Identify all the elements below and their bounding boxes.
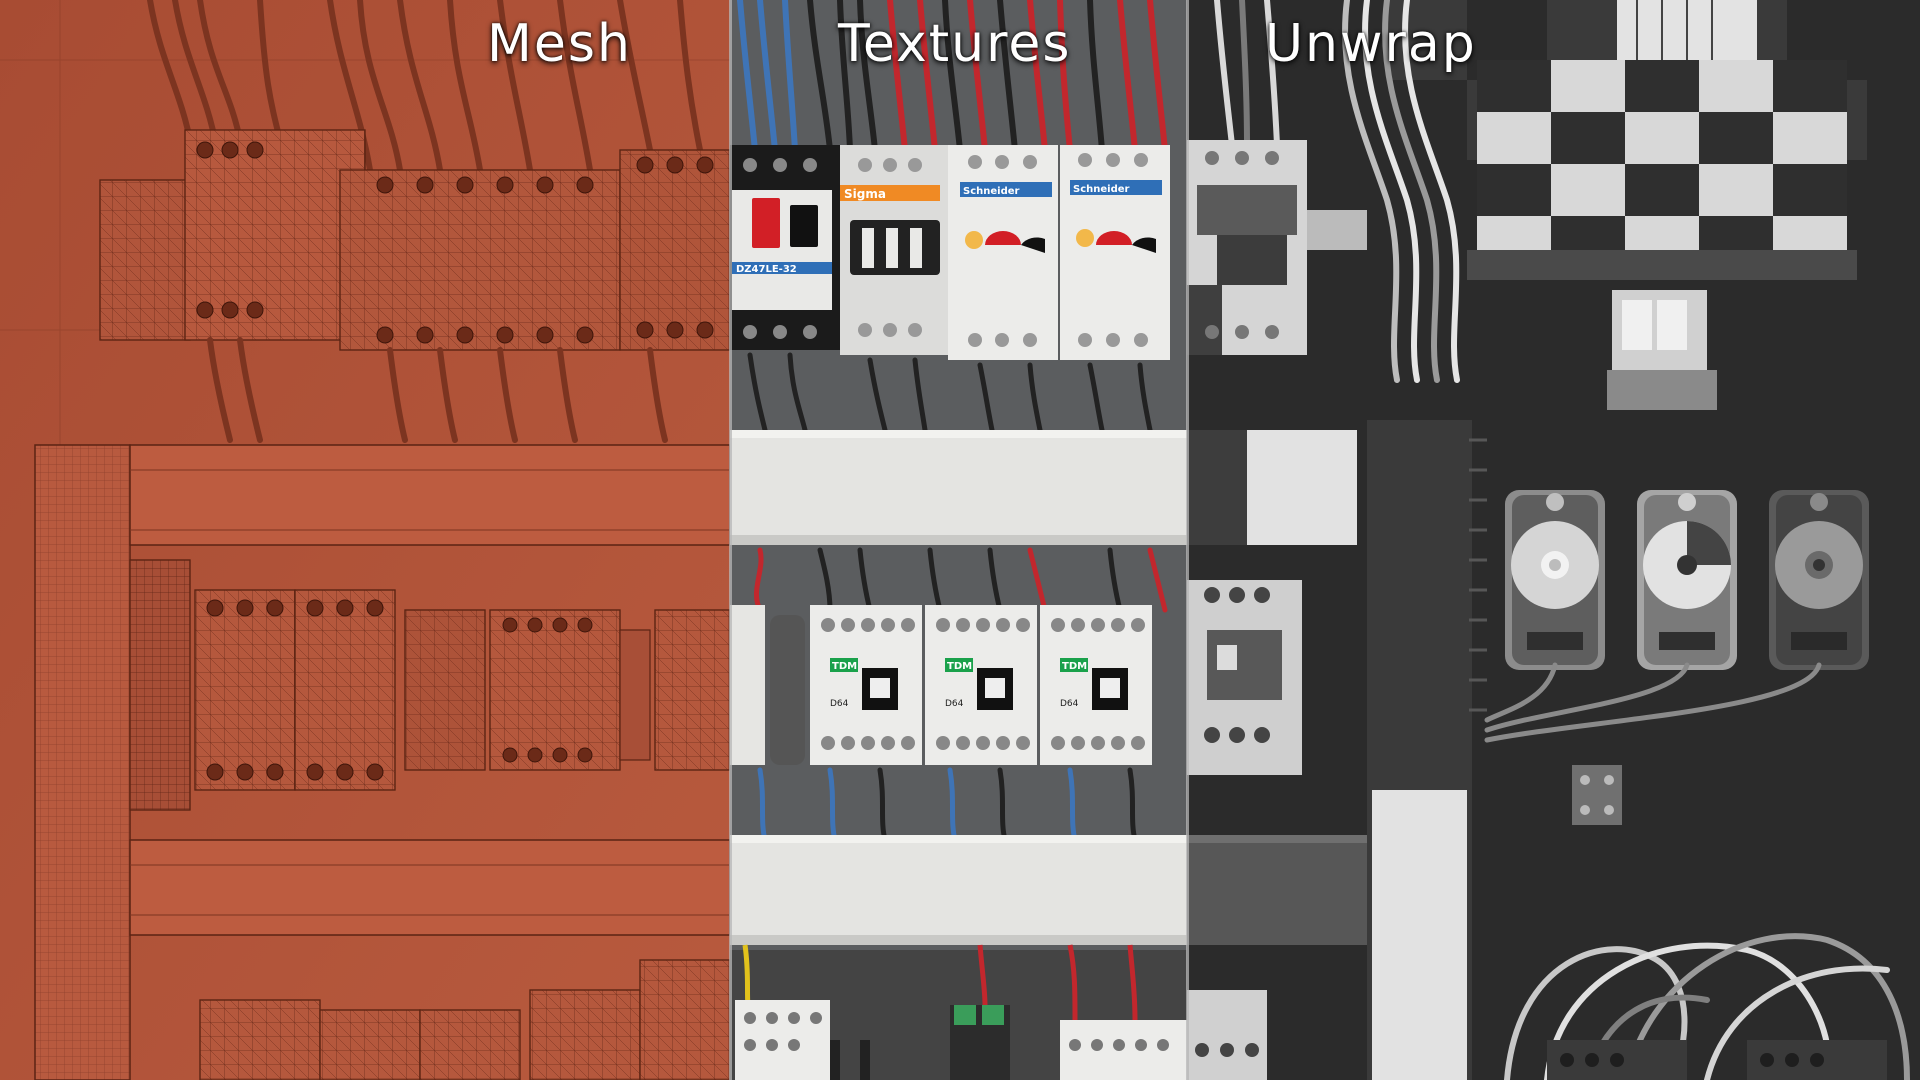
textured-render: DZ47LE-32 Sigma Schneider Schneider bbox=[730, 0, 1187, 1080]
divider-textures-unwrap bbox=[1186, 0, 1189, 1080]
label-unwrap: Unwrap bbox=[1265, 14, 1477, 74]
mesh-panel bbox=[0, 0, 730, 1080]
dial-1 bbox=[1505, 490, 1605, 670]
contactor-brand-3: TDM bbox=[1062, 661, 1087, 672]
contactor-brand-1: TDM bbox=[832, 661, 857, 672]
contactor-model-3: D64 bbox=[1060, 699, 1079, 709]
brand-label-sigma: Sigma bbox=[844, 187, 886, 201]
contactor-1: TDM D64 bbox=[810, 605, 922, 765]
textures-panel: DZ47LE-32 Sigma Schneider Schneider bbox=[730, 0, 1187, 1080]
dial-3 bbox=[1769, 490, 1869, 670]
contactor-3: TDM D64 bbox=[1040, 605, 1152, 765]
brand-label-schneider-1: Schneider bbox=[963, 186, 1020, 197]
mesh-wireframe-render bbox=[0, 0, 730, 1080]
contactor-model-2: D64 bbox=[945, 699, 964, 709]
brand-label-schneider-2: Schneider bbox=[1073, 184, 1130, 195]
uv-unwrap-render bbox=[1187, 0, 1920, 1080]
divider-mesh-textures bbox=[729, 0, 732, 1080]
contactor-2: TDM D64 bbox=[925, 605, 1037, 765]
device-model-label: DZ47LE-32 bbox=[736, 264, 797, 275]
label-textures: Textures bbox=[838, 14, 1072, 74]
contactor-brand-2: TDM bbox=[947, 661, 972, 672]
dial-2 bbox=[1637, 490, 1737, 670]
unwrap-panel bbox=[1187, 0, 1920, 1080]
contactor-model-1: D64 bbox=[830, 699, 849, 709]
label-mesh: Mesh bbox=[487, 14, 632, 74]
